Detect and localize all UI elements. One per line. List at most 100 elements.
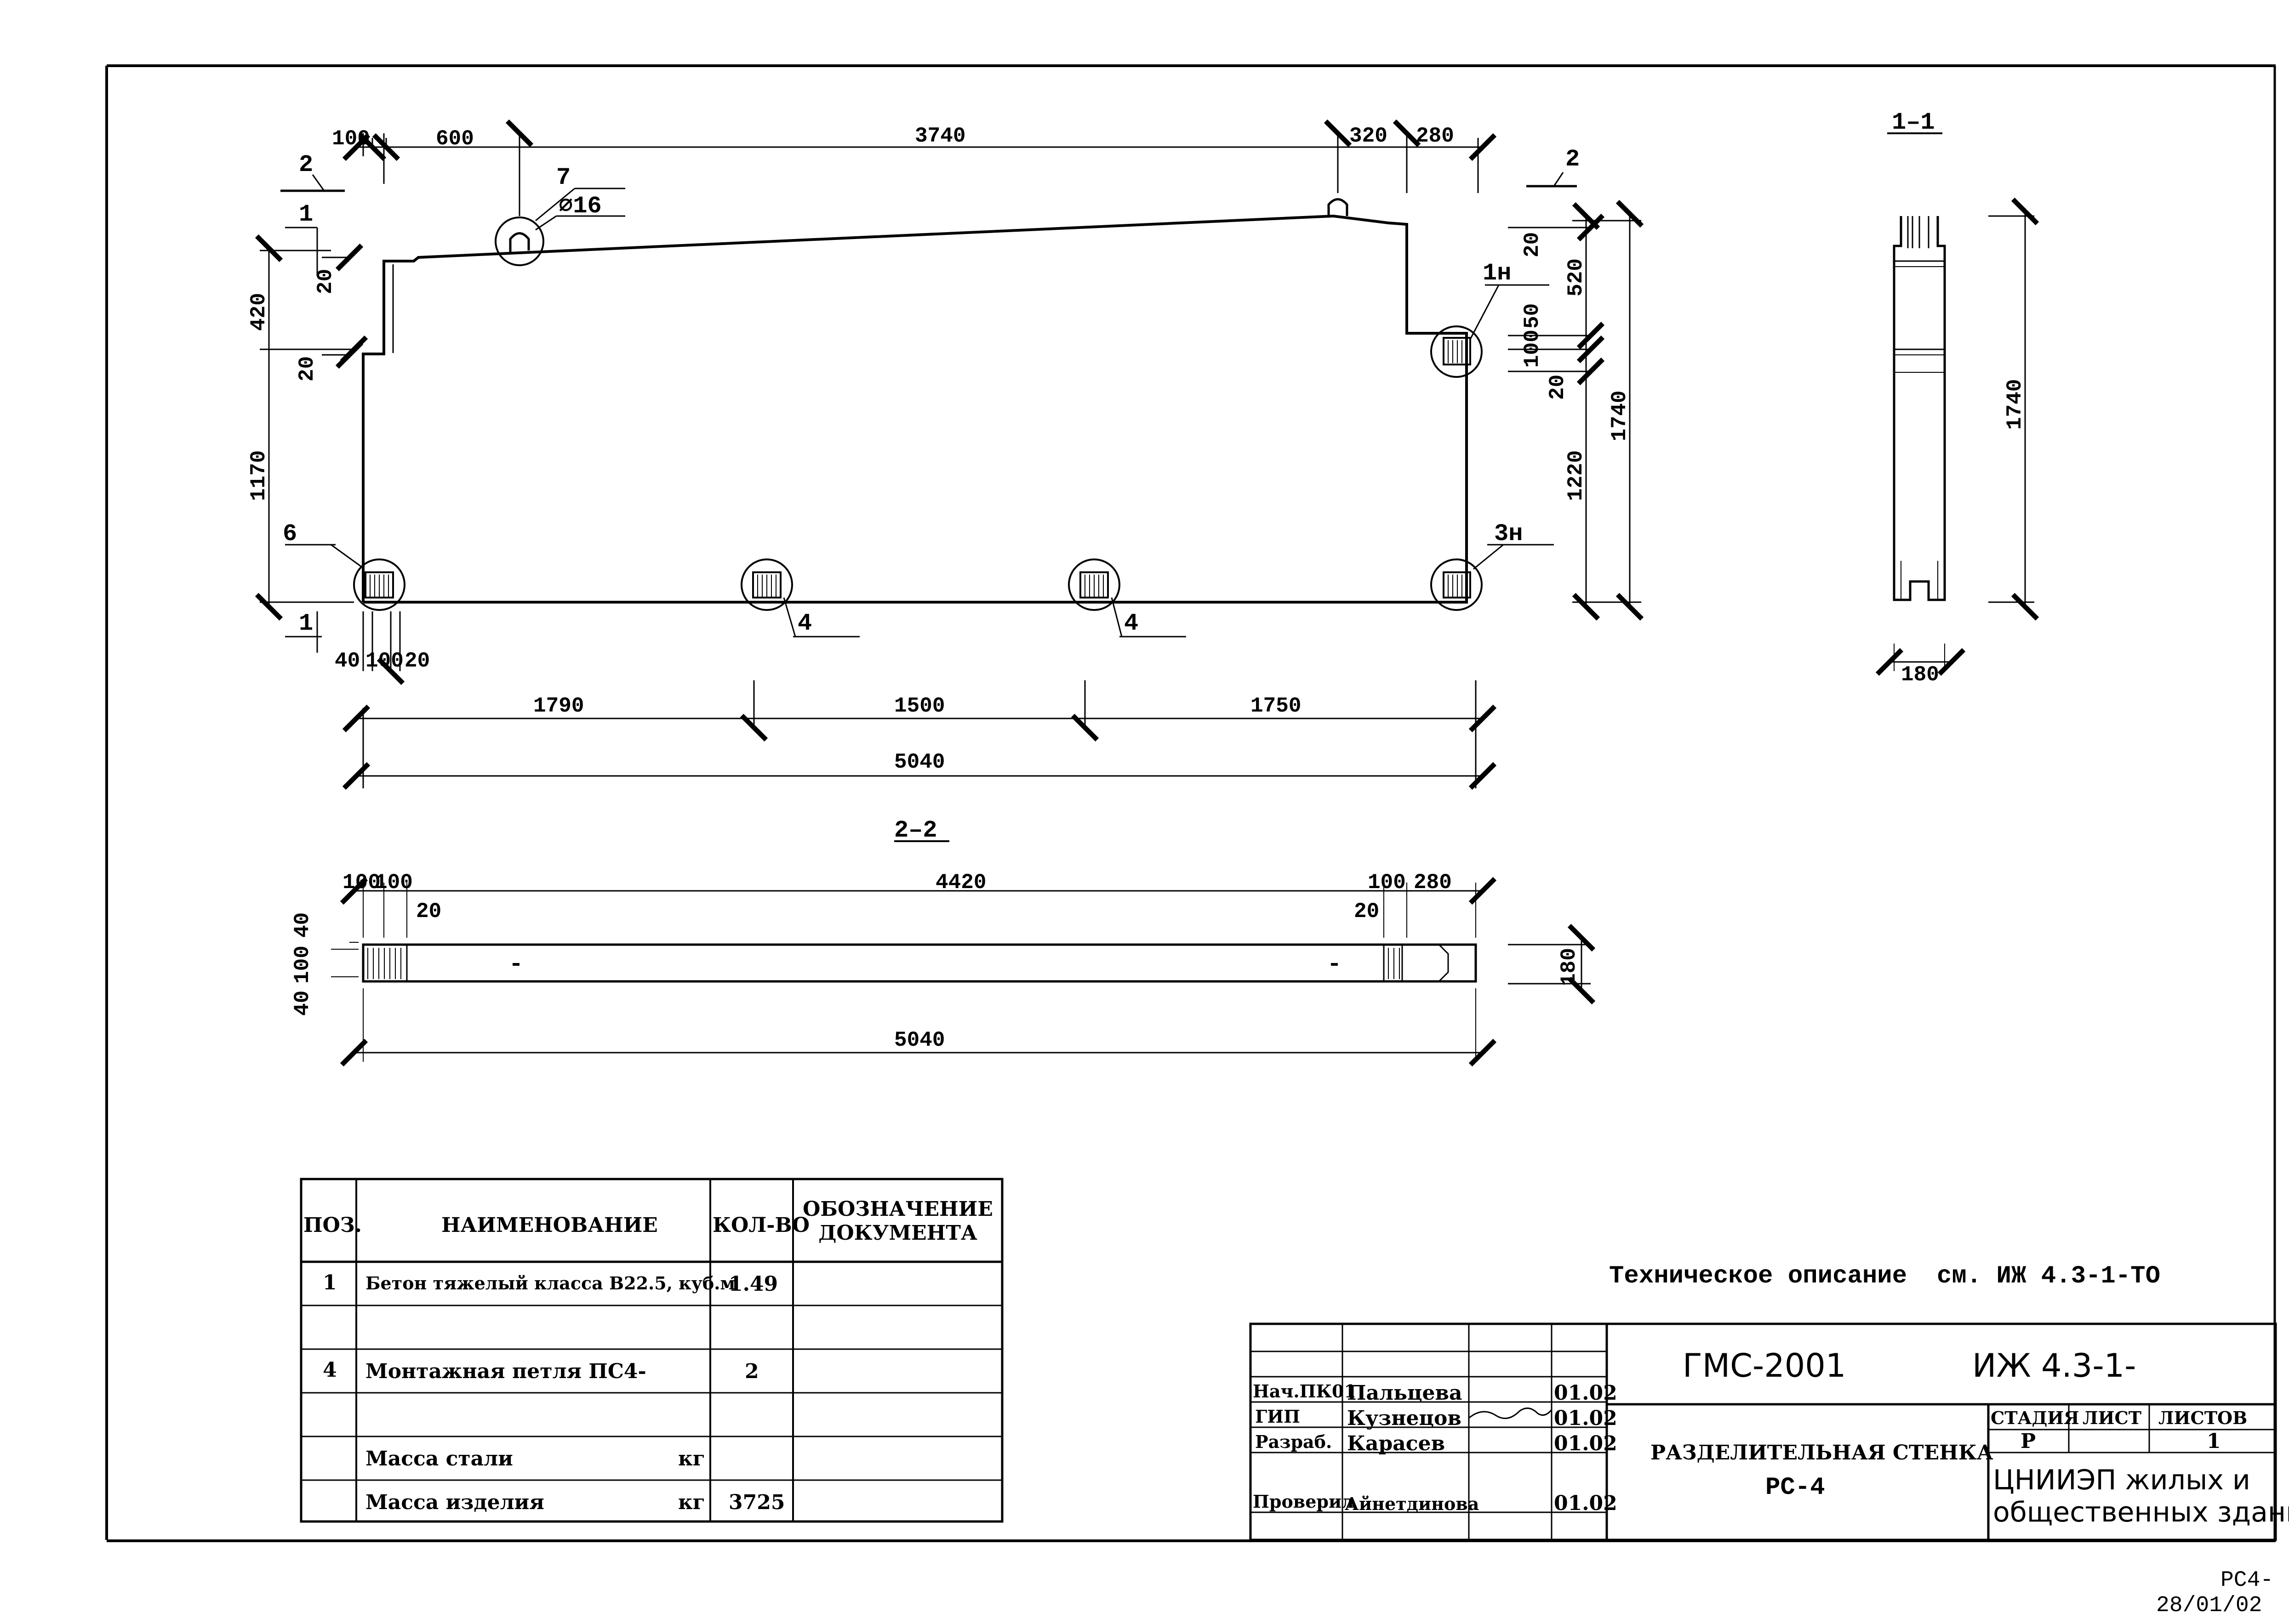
person-4-role: Проверил: [1253, 1491, 1354, 1512]
person-3-date: 01.02: [1554, 1432, 1617, 1455]
org-line-1: ЦНИИЭП жилых и: [1993, 1464, 2250, 1496]
front-dim-right: [1508, 199, 1644, 621]
dim-1750: 1750: [1250, 694, 1301, 718]
s22-dim-180: 180: [1557, 948, 1581, 986]
row3-name: Монтажная петля ПС4-: [365, 1360, 646, 1383]
corner-code-1: РС4-: [2221, 1568, 2273, 1593]
front-view-labels: 100 600 3740 320 280 420 20 20 1170 20 5…: [247, 124, 1632, 774]
embedded-plates: [353, 325, 1483, 611]
s22-dim-5040: 5040: [894, 1028, 945, 1052]
section-1-1-labels: 1–1 1740 180: [1892, 109, 2027, 687]
front-dim-bottom: [342, 680, 1497, 790]
dim-20-left-a: 20: [314, 269, 337, 294]
dim-1220: 1220: [1564, 450, 1588, 501]
person-3-name: Карасев: [1347, 1432, 1445, 1455]
dim-20-left-b: 20: [295, 356, 319, 382]
row3-pos: 4: [323, 1358, 337, 1382]
dim-100: 100: [332, 127, 370, 151]
front-dim-left: [255, 234, 368, 621]
dim-50: 50: [1520, 303, 1544, 329]
section-1-1-height: 1740: [2003, 379, 2027, 430]
person-1-role: Нач.ПК01: [1253, 1381, 1356, 1402]
code-right: ИЖ 4.3-1-: [1972, 1347, 2136, 1385]
section-1-1-width: 180: [1901, 663, 1939, 687]
row6-qty: 3725: [729, 1491, 785, 1514]
person-2-date: 01.02: [1554, 1407, 1617, 1430]
front-view: [255, 119, 1644, 790]
spec-table: [300, 1178, 1004, 1523]
dim-3740: 3740: [915, 124, 965, 148]
dim-1740: 1740: [1608, 391, 1632, 441]
callout-1n: 1н: [1483, 260, 1511, 287]
section-mark-1-top: 1: [299, 201, 313, 228]
th-name: НАИМЕНОВАНИЕ: [441, 1214, 658, 1237]
code-left: ГМС-2001: [1683, 1347, 1846, 1385]
tech-note: Техническое описание см. ИЖ 4.3-1-ТО: [1609, 1262, 2160, 1290]
product-name: РАЗДЕЛИТЕЛЬНАЯ СТЕНКА: [1650, 1441, 1993, 1464]
sheets-header: ЛИСТОВ: [2158, 1407, 2247, 1428]
sheet-frame: [105, 64, 2276, 1542]
row6-name: Масса изделия: [365, 1491, 544, 1514]
dim-1790: 1790: [533, 694, 584, 718]
s22-dim-40-b: 40: [291, 991, 314, 1016]
s22-dim-100: 100: [291, 946, 314, 984]
person-2-role: ГИП: [1255, 1406, 1300, 1427]
lifting-loop-left: [509, 232, 530, 252]
dim-20-right-b: 20: [1546, 375, 1570, 400]
front-dim-top: [342, 119, 1497, 216]
person-4-name: Айнетдинова: [1345, 1493, 1479, 1514]
person-2-name: Кузнецов: [1347, 1407, 1461, 1430]
dim-420: 420: [247, 293, 271, 331]
row1-pos: 1: [323, 1271, 337, 1294]
section-2-2-labels: 2–2 100 100 4420 100 280 20 20 40 100 40…: [291, 817, 1581, 1052]
dim-1170: 1170: [247, 450, 271, 501]
person-4-date: 01.02: [1554, 1492, 1617, 1515]
dim-520: 520: [1564, 258, 1588, 296]
callout-leaders: [285, 188, 1554, 638]
dim-100-bottom: 100: [365, 649, 404, 673]
s22-dim-40-a: 40: [291, 912, 314, 938]
title-block: [1249, 1322, 2277, 1541]
row5-unit: кг: [678, 1447, 705, 1470]
dim-1500: 1500: [894, 694, 945, 718]
title-block-text: ГМС-2001 ИЖ 4.3-1- Нач.ПК01 Пальцева 01.…: [1253, 1347, 2289, 1528]
callout-3n: 3н: [1494, 520, 1523, 547]
s22-dim-4420: 4420: [936, 871, 986, 895]
section-2-2-title: 2–2: [894, 817, 937, 844]
dim-40: 40: [335, 649, 360, 673]
row3-qty: 2: [745, 1360, 759, 1383]
s22-dim-20-b: 20: [1354, 900, 1379, 923]
lifting-loop-right: [1327, 198, 1348, 217]
row1-name: Бетон тяжелый класса В22.5, куб.м: [365, 1273, 736, 1294]
row6-unit: кг: [678, 1491, 705, 1514]
s22-dim-100-b: 100: [375, 871, 413, 895]
section-mark-2-right: 2: [1565, 146, 1580, 173]
callout-7: 7: [556, 164, 571, 191]
stage-header: СТАДИЯ: [1991, 1407, 2079, 1428]
panel-outline: [362, 214, 1468, 604]
section-mark-2-left: 2: [299, 151, 313, 178]
callout-dia16: ⌀16: [559, 193, 602, 220]
th-pos: ПОЗ.: [303, 1214, 362, 1237]
sheets-value: 1: [2207, 1430, 2221, 1453]
dim-20-right-a: 20: [1520, 232, 1544, 257]
signature-kuznetsov: [1468, 1407, 1553, 1419]
section-mark-1-bottom: 1: [299, 610, 313, 637]
dim-100-right: 100: [1520, 330, 1544, 368]
s22-dim-20-a: 20: [416, 900, 441, 923]
dim-5040-front: 5040: [894, 750, 945, 774]
section-markers: [280, 172, 1577, 653]
dim-280: 280: [1416, 124, 1454, 148]
front-dim-bottom-small: [362, 611, 405, 685]
callout-6: 6: [283, 520, 297, 547]
sheet-header: ЛИСТ: [2083, 1407, 2141, 1428]
row1-qty: 1.49: [729, 1272, 778, 1296]
person-1-name: Пальцева: [1347, 1381, 1462, 1405]
product-mark: РС-4: [1765, 1474, 1825, 1502]
corner-code-2: 28/01/02: [2156, 1593, 2262, 1618]
s22-dim-100-c: 100: [1368, 871, 1406, 895]
s22-dim-100-a: 100: [342, 871, 381, 895]
